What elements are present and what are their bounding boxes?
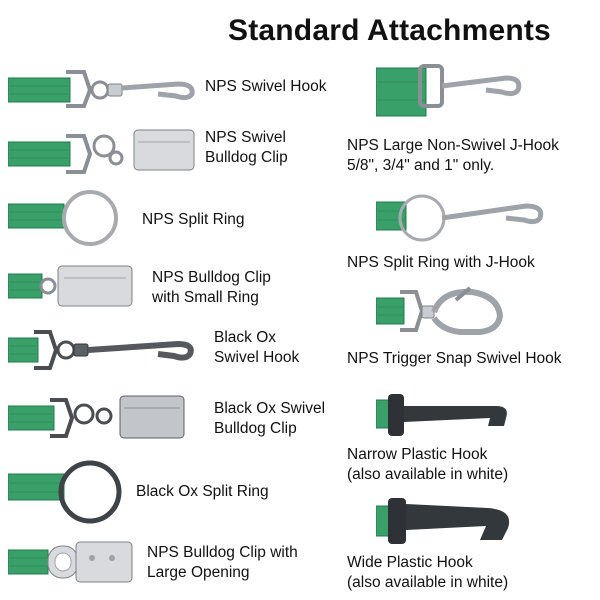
split-ring-icon: [8, 460, 122, 524]
nps-large-non-swivel-j-hook-illustration: [376, 62, 526, 122]
label-black-ox-split-ring: Black Ox Split Ring: [136, 483, 269, 500]
j-hook-icon: [376, 194, 544, 242]
label-nps-split-ring: NPS Split Ring: [142, 211, 245, 228]
label-nps-trigger-snap-swivel-hook: NPS Trigger Snap Swivel Hook: [347, 350, 562, 367]
black-ox-swivel-hook-illustration: [8, 326, 198, 376]
bulldog-clip-icon: [8, 265, 133, 307]
j-hook-icon: [376, 64, 522, 117]
label-nps-swivel-bulldog-clip: NPS Swivel Bulldog Clip: [205, 129, 288, 166]
trigger-snap-icon: [376, 286, 504, 335]
label-nps-bulldog-clip-small-ring: NPS Bulldog Clip with Small Ring: [152, 269, 271, 306]
wide-plastic-hook-illustration: [376, 496, 526, 546]
nps-swivel-hook-illustration: [8, 62, 198, 112]
black-ox-swivel-bulldog-clip-illustration: [8, 392, 198, 444]
label-nps-large-non-swivel-j-hook: NPS Large Non-Swivel J-Hook 5/8", 3/4" a…: [347, 137, 559, 174]
nps-split-ring-j-hook-illustration: [376, 190, 556, 246]
nps-trigger-snap-swivel-hook-illustration: [376, 282, 516, 342]
label-narrow-plastic-hook: Narrow Plastic Hook (also available in w…: [347, 446, 509, 483]
bulldog-clip-icon: [8, 395, 185, 439]
split-ring-icon: [8, 190, 118, 246]
narrow-plastic-hook-illustration: [376, 392, 526, 438]
label-black-ox-swivel-hook: Black Ox Swivel Hook: [214, 329, 300, 366]
nps-swivel-bulldog-clip-illustration: [8, 122, 208, 182]
bulldog-clip-icon: [8, 129, 195, 174]
label-wide-plastic-hook: Wide Plastic Hook (also available in whi…: [347, 554, 509, 591]
page-title: Standard Attachments: [228, 14, 551, 47]
plastic-hook-icon: [376, 394, 507, 436]
swivel-hook-icon: [8, 330, 194, 370]
label-nps-swivel-hook: NPS Swivel Hook: [205, 78, 327, 95]
nps-bulldog-clip-large-opening-illustration: [8, 536, 138, 588]
label-nps-split-ring-j-hook: NPS Split Ring with J-Hook: [347, 254, 535, 271]
nps-split-ring-illustration: [8, 186, 138, 250]
black-ox-split-ring-illustration: [8, 456, 128, 528]
swivel-hook-icon: [8, 70, 195, 108]
label-nps-bulldog-clip-large-opening: NPS Bulldog Clip with Large Opening: [147, 544, 298, 581]
label-black-ox-swivel-bulldog-clip: Black Ox Swivel Bulldog Clip: [214, 400, 326, 437]
nps-bulldog-clip-small-ring-illustration: [8, 262, 148, 310]
plastic-hook-icon: [376, 498, 510, 544]
bulldog-clip-icon: [8, 541, 133, 583]
